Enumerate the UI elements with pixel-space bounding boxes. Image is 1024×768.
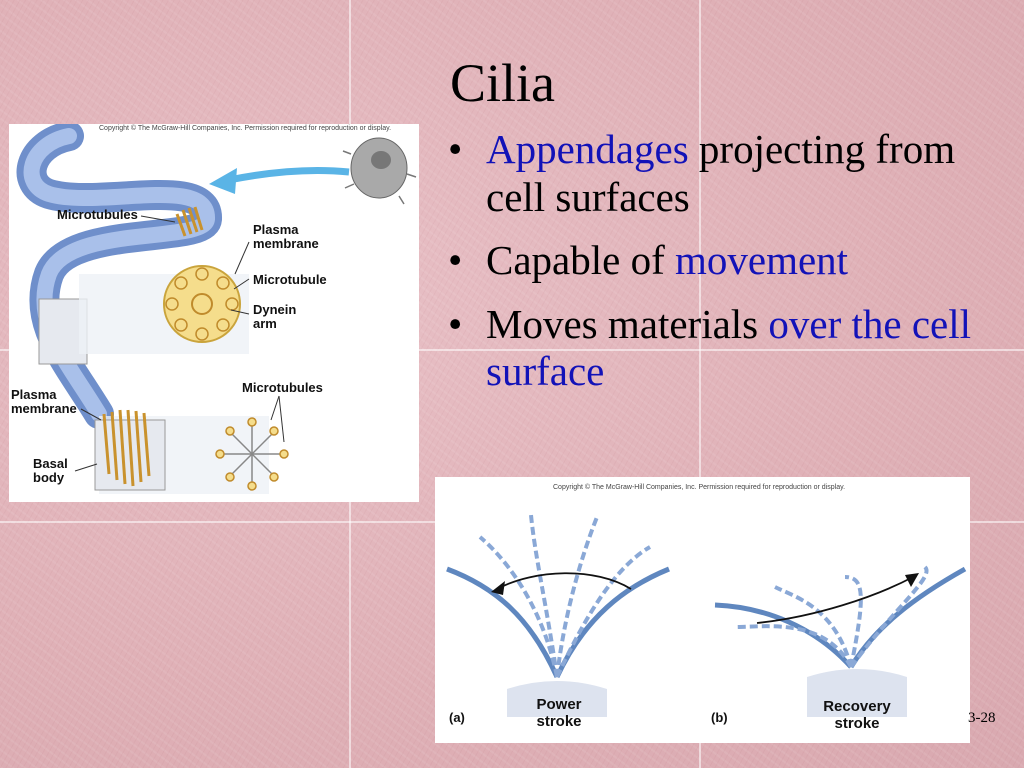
label-basal-body: Basal body (33, 456, 68, 486)
bullet-list: Appendages projecting from cell surfaces… (448, 126, 988, 412)
slide-title: Cilia (450, 53, 555, 113)
label-recovery-stroke: Recovery stroke (823, 698, 891, 732)
label-dynein-arm: Dynein arm (253, 302, 297, 332)
label-microtubules-top: Microtubules (57, 207, 138, 222)
pointer-arrow (209, 166, 350, 194)
slide-number: 3-28 (968, 710, 996, 726)
power-stroke-diagram (446, 514, 670, 717)
microtubule-bundle (102, 206, 204, 487)
bullet-item: Capable of movement (448, 237, 988, 285)
cell-icon (342, 137, 417, 205)
bullet-text-part: Capable of (486, 237, 675, 284)
label-plasma-membrane-right: Plasma membrane (253, 222, 319, 252)
cilium-structure-figure: Copyright © The McGraw-Hill Companies, I… (9, 124, 419, 502)
bullet-item: Moves materials over the cell surface (448, 301, 988, 396)
bullet-text-part: Moves materials (486, 300, 769, 347)
axoneme-cross-section (163, 265, 241, 343)
label-power-stroke: Power stroke (536, 696, 582, 730)
cilium-motion-figure: Copyright © The McGraw-Hill Companies, I… (435, 477, 970, 743)
recovery-stroke-diagram (714, 565, 967, 717)
cilium-structure-drawing (16, 124, 417, 494)
copyright-notice: Copyright © The McGraw-Hill Companies, I… (99, 125, 392, 132)
panel-b-letter: (b) (711, 710, 728, 725)
label-microtubules-bottom: Microtubules (242, 380, 323, 395)
copyright-notice: Copyright © The McGraw-Hill Companies, I… (553, 484, 846, 491)
leader-lines (74, 215, 285, 472)
cilium-motion-drawing (446, 514, 967, 717)
bullet-text-part: over the cell surface (486, 300, 972, 395)
basal-body-cross-section (215, 417, 289, 491)
bullet-text-part: Appendages (486, 126, 689, 172)
bullet-text-part: movement (674, 237, 849, 284)
panel-a-letter: (a) (449, 710, 465, 725)
bullet-text-part: projecting from cell surfaces (486, 126, 956, 220)
label-microtubule: Microtubule (253, 272, 327, 287)
bullet-item: Appendages projecting from cell surfaces (448, 126, 988, 221)
label-plasma-membrane-left: Plasma membrane (11, 387, 77, 417)
